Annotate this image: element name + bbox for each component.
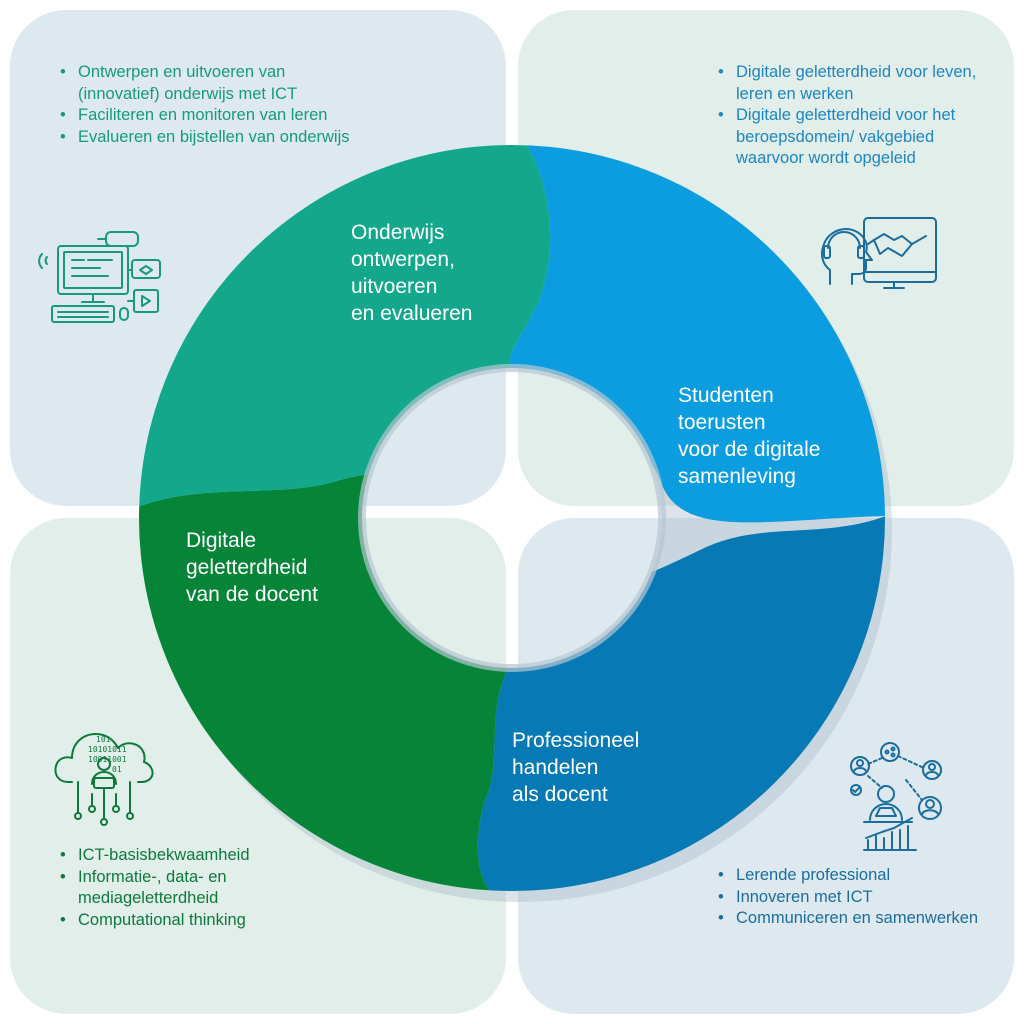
list-item: Ontwerpen en uitvoeren van (innovatief) … — [58, 62, 358, 105]
svg-text:101: 101 — [96, 735, 111, 744]
list-item: Lerende professional — [716, 865, 1006, 887]
bullet-list-top-right: Digitale geletterdheid voor leven, leren… — [716, 62, 1006, 170]
hole-edge — [358, 364, 666, 672]
list-item: Informatie-, data- en mediageletterdheid — [58, 867, 358, 910]
list-item: Innoveren met ICT — [716, 887, 1006, 909]
list-item: Evalueren en bijstellen van onderwijs — [58, 127, 358, 149]
computer-vr-learning-icon — [38, 231, 161, 323]
list-item: ICT-basisbekwaamheid — [58, 845, 358, 867]
cloud-binary-person-icon: 101 10101011 10011001 01 — [54, 733, 154, 826]
segment-label-top-right: Studenten toerusten voor de digitale sam… — [678, 384, 821, 488]
segment-label-top-left: Onderwijs ontwerpen, uitvoeren en evalue… — [351, 221, 473, 325]
segment-label-bottom-right: Professioneel handelen als docent — [512, 729, 640, 806]
network-people-chart-icon — [850, 742, 942, 851]
list-item: Communiceren en samenwerken — [716, 908, 1006, 930]
svg-text:01: 01 — [112, 765, 122, 774]
bullet-list-top-left: Ontwerpen en uitvoeren van (innovatief) … — [58, 62, 358, 148]
list-item: Digitale geletterdheid voor het beroepsd… — [716, 105, 1006, 170]
bullet-list-bottom-right: Lerende professional Innoveren met ICT C… — [716, 865, 1006, 930]
list-item: Faciliteren en monitoren van leren — [58, 105, 358, 127]
svg-text:10101011: 10101011 — [88, 745, 127, 754]
list-item: Digitale geletterdheid voor leven, leren… — [716, 62, 1006, 105]
head-handshake-screen-icon — [821, 217, 937, 289]
list-item: Computational thinking — [58, 910, 358, 932]
bullet-list-bottom-left: ICT-basisbekwaamheid Informatie-, data- … — [58, 845, 358, 931]
segment-label-bottom-left: Digitale geletterdheid van de docent — [186, 529, 318, 606]
